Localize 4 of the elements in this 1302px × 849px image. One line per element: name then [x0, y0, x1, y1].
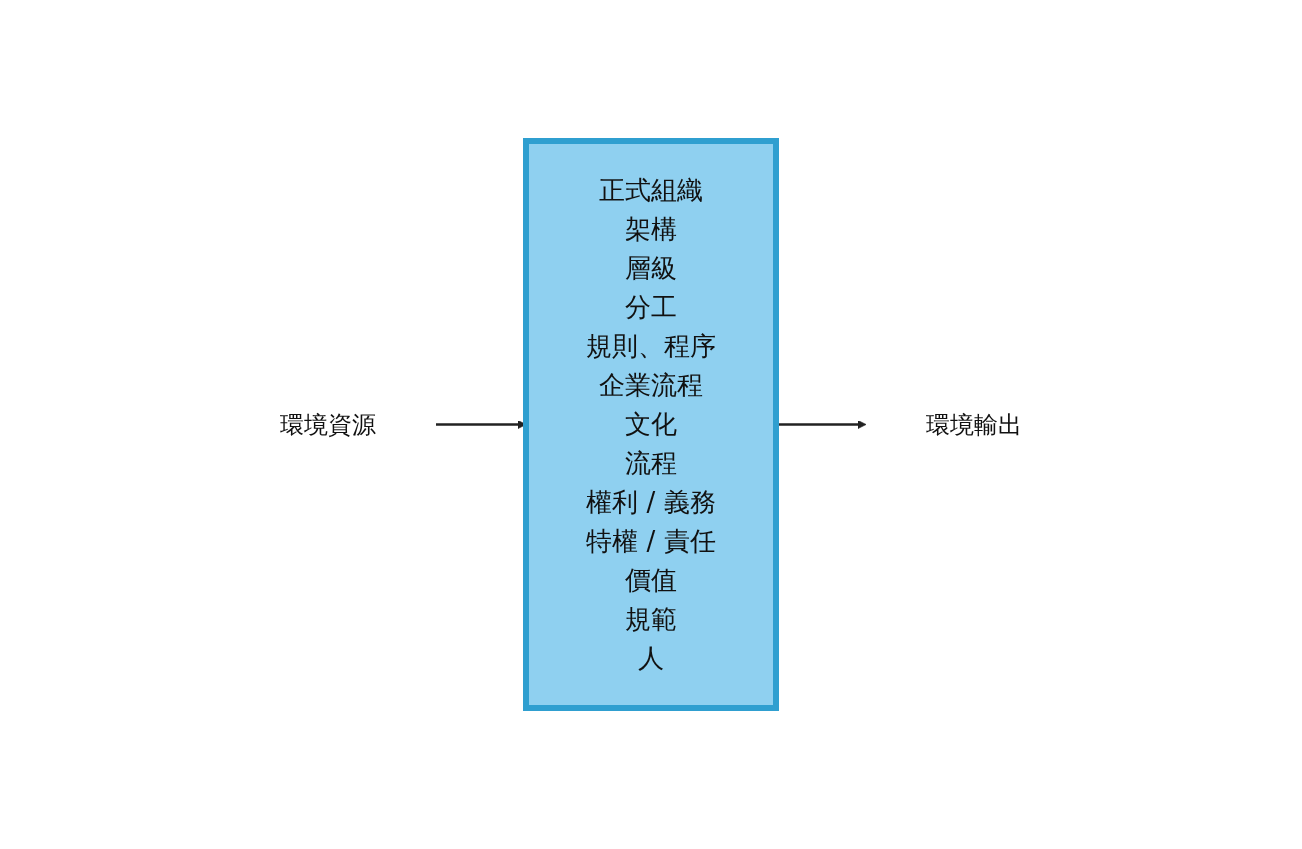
node-text: 環境資源 — [280, 410, 376, 439]
arrow — [776, 420, 867, 429]
node-box: 正式組織 架構 層級 分工 規則、程序 企業流程 文化 流程 權利 / 義務 特權 / 責任 價值 規範 人 — [523, 138, 779, 711]
node-text: 環境輸出 — [926, 410, 1022, 439]
